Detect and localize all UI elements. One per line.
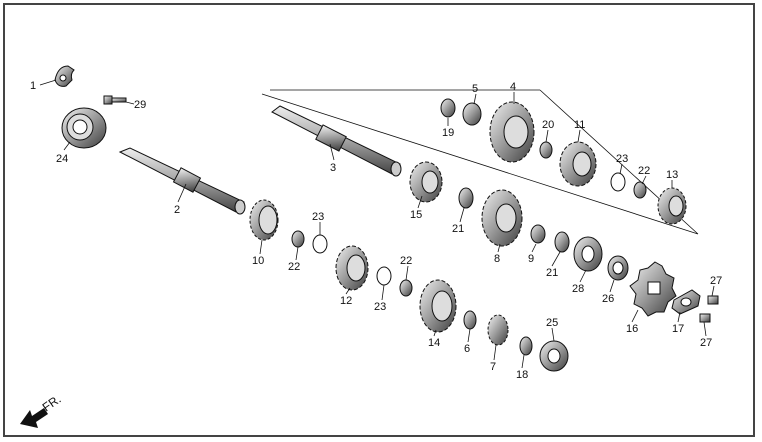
callout-1: 1 xyxy=(30,80,36,92)
part-23-circlip-b xyxy=(376,266,392,286)
front-direction-arrow: FR. xyxy=(20,392,64,428)
part-18-washer xyxy=(519,336,533,356)
part-27-bolt-b xyxy=(699,313,711,323)
part-10-gear xyxy=(249,199,279,241)
part-22-washer-c xyxy=(633,181,647,199)
part-14-gear xyxy=(419,279,457,333)
part-12-gear xyxy=(335,245,369,291)
callout-23-a: 23 xyxy=(312,211,324,223)
callout-6: 6 xyxy=(464,343,470,355)
callout-22-b: 22 xyxy=(400,255,412,267)
callout-20: 20 xyxy=(542,119,554,131)
part-7-gear xyxy=(487,314,509,346)
callout-22-a: 22 xyxy=(288,261,300,273)
part-29-bolt xyxy=(103,95,127,105)
callout-21-b: 21 xyxy=(546,267,558,279)
callout-22-c: 22 xyxy=(638,165,650,177)
part-21-washer-a xyxy=(458,187,474,209)
leader-lines xyxy=(39,79,715,369)
part-25-bearing xyxy=(539,340,569,372)
callout-29: 29 xyxy=(134,99,146,111)
part-2-main-shaft xyxy=(118,147,246,215)
callout-15: 15 xyxy=(410,209,422,221)
part-22-washer-a xyxy=(291,230,305,248)
part-23-circlip-c xyxy=(610,172,626,192)
callout-4: 4 xyxy=(510,81,516,93)
callout-26: 26 xyxy=(602,293,614,305)
callout-27-b: 27 xyxy=(700,337,712,349)
part-17-plate xyxy=(671,289,701,315)
callout-23-b: 23 xyxy=(374,301,386,313)
callout-2: 2 xyxy=(174,204,180,216)
part-4-gear xyxy=(489,101,535,163)
part-23-circlip-a xyxy=(312,234,328,254)
callout-27-a: 27 xyxy=(710,275,722,287)
part-24-bearing xyxy=(61,107,107,149)
callout-12: 12 xyxy=(340,295,352,307)
part-26-oil-seal xyxy=(607,255,629,281)
callout-28: 28 xyxy=(572,283,584,295)
callout-18: 18 xyxy=(516,369,528,381)
callout-25: 25 xyxy=(546,317,558,329)
callout-24: 24 xyxy=(56,153,68,165)
part-16-sprocket xyxy=(629,261,677,317)
part-1-shift-arm xyxy=(54,65,75,87)
part-11-gear xyxy=(559,141,597,187)
callout-8: 8 xyxy=(494,253,500,265)
part-27-bolt-a xyxy=(707,295,719,305)
callout-labels: 1 2 3 4 5 6 7 8 9 10 11 12 13 14 15 16 1… xyxy=(30,80,722,381)
part-5-bushing xyxy=(462,102,482,126)
callout-13: 13 xyxy=(666,169,678,181)
part-3-counter-shaft xyxy=(271,105,402,177)
callout-5: 5 xyxy=(472,83,478,95)
callout-21-a: 21 xyxy=(452,223,464,235)
part-8-gear xyxy=(481,189,523,247)
part-20-washer xyxy=(539,141,553,159)
part-28-bearing xyxy=(573,236,603,272)
callout-10: 10 xyxy=(252,255,264,267)
part-22-washer-b xyxy=(399,279,413,297)
callout-14: 14 xyxy=(428,337,440,349)
part-13-gear xyxy=(657,187,687,225)
part-15-gear xyxy=(409,161,443,203)
callout-17: 17 xyxy=(672,323,684,335)
part-21-washer-b xyxy=(554,231,570,253)
callout-23-c: 23 xyxy=(616,153,628,165)
diagram-frame xyxy=(3,3,755,437)
part-19-washer xyxy=(440,98,456,118)
callout-11: 11 xyxy=(574,119,585,131)
callout-7: 7 xyxy=(490,361,496,373)
callout-3: 3 xyxy=(330,162,336,174)
callout-9: 9 xyxy=(528,253,534,265)
part-6-bushing xyxy=(463,310,477,330)
callout-19: 19 xyxy=(442,127,454,139)
callout-16: 16 xyxy=(626,323,638,335)
part-9-bushing xyxy=(530,224,546,244)
